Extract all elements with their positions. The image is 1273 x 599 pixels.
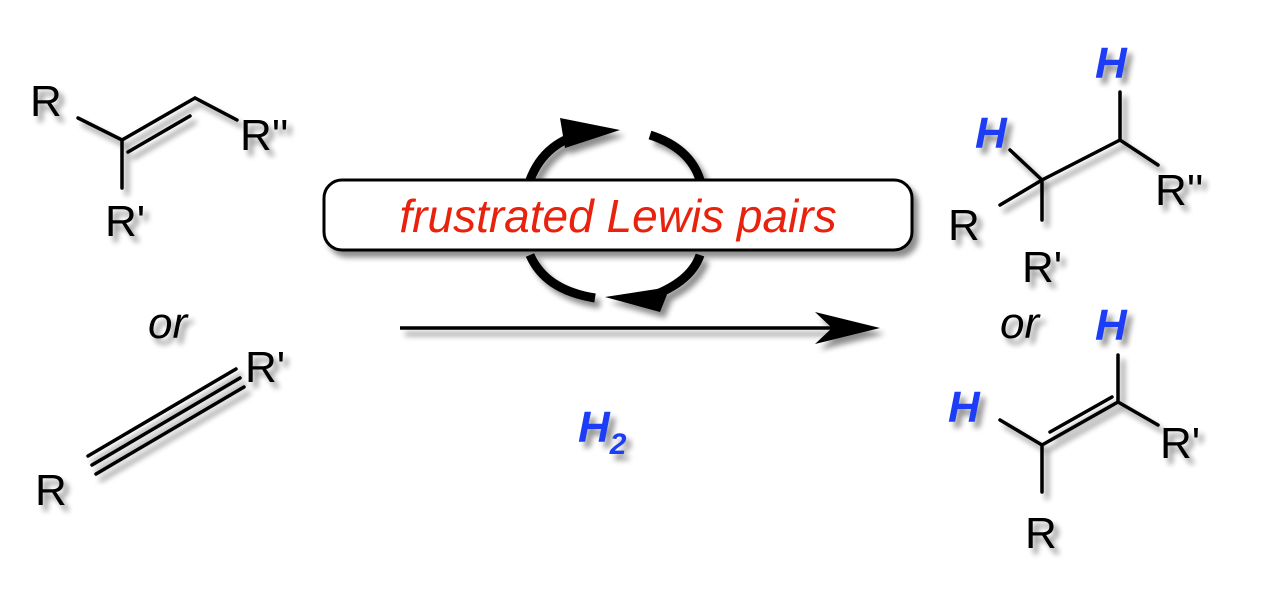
catalyst-label: frustrated Lewis pairs xyxy=(399,190,836,242)
substituent-r-double-prime: R'' xyxy=(240,111,289,160)
or-label-right: or xyxy=(1000,299,1041,348)
substituent-r-prime: R' xyxy=(1160,419,1200,468)
reaction-arrow xyxy=(400,312,880,344)
cycle-arrowhead-bottom xyxy=(605,287,670,312)
cycle-arrowhead-top xyxy=(560,118,620,148)
substituent-r-prime: R' xyxy=(1022,243,1062,292)
added-hydrogen: H xyxy=(1095,39,1128,88)
substituent-r-prime: R' xyxy=(245,343,285,392)
substituent-r: R xyxy=(948,201,980,250)
catalytic-cycle-arrows xyxy=(525,118,705,312)
reactant-alkyne: R R' xyxy=(35,343,285,515)
substituent-r-prime: R' xyxy=(105,197,145,246)
added-hydrogen: H xyxy=(975,109,1008,158)
substituent-r-double-prime: R'' xyxy=(1155,166,1204,215)
substituent-r: R xyxy=(30,77,62,126)
or-label-left: or xyxy=(148,299,189,348)
catalyst-box xyxy=(322,178,914,252)
reactant-alkene: R R' R'' xyxy=(30,77,289,246)
reagent-h2: H2 xyxy=(578,403,627,461)
product-alkene: H H R' R xyxy=(948,301,1200,558)
added-hydrogen: H xyxy=(1095,301,1128,350)
substituent-r: R xyxy=(35,466,67,515)
added-hydrogen: H xyxy=(948,383,981,432)
substituent-r: R xyxy=(1025,509,1057,558)
product-alkane: R R' R'' H H xyxy=(948,39,1204,292)
